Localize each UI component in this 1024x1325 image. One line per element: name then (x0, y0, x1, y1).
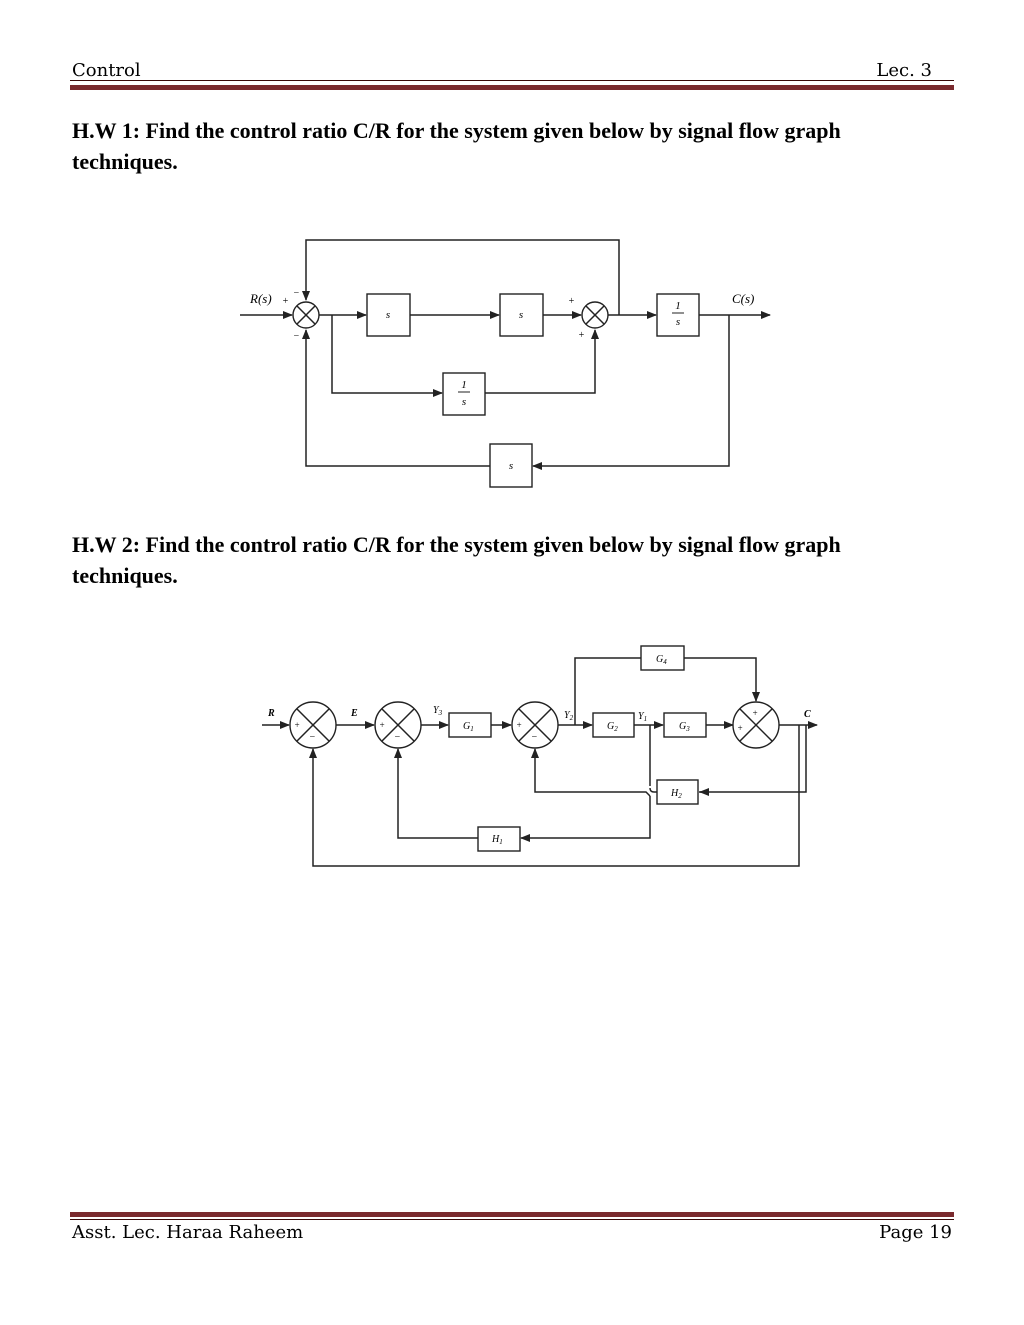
d2-block-g1 (448, 712, 492, 738)
d1-branch-to-lower-inv (331, 315, 443, 397)
block-diagram-1: R(s) C(s) s s 1 s 1 s s + − − + + (240, 239, 771, 488)
d1-s2-label: s (519, 309, 523, 321)
block-diagram-2: R C E Y3 Y2 Y1 G1 G2 G3 G4 H1 H2 + − + −… (262, 645, 818, 867)
d2-block-g4 (640, 645, 685, 671)
d1-block-inv (656, 293, 700, 337)
d1-sum2-sign-bottom: + (578, 330, 585, 341)
d1-block-s2 (499, 293, 544, 337)
header-rule-thin (70, 80, 954, 81)
d2-input-label: R (267, 708, 275, 719)
d2-unity-feedback (309, 725, 800, 867)
d2-h2-label: H2 (670, 788, 682, 800)
header-rule-thick (70, 85, 954, 90)
d2-g3-label: G3 (679, 721, 690, 733)
d1-inv-den: s (676, 316, 680, 328)
d2-sum4-plus-top: + (752, 708, 758, 718)
d1-lower-inv-den: s (462, 396, 466, 408)
d2-g1-label: G1 (463, 721, 474, 733)
footer-rule-thin (70, 1219, 954, 1220)
footer-page-number: Page 19 (879, 1222, 952, 1243)
d1-lower-inv-to-sum2 (485, 329, 599, 394)
d1-lower-inv-num: 1 (461, 379, 467, 391)
d2-output-to-h2 (699, 725, 807, 796)
d2-signal-y2: Y2 (564, 710, 574, 722)
header-lecture: Lec. 3 (876, 60, 932, 81)
d2-sum1-plus: + (294, 720, 300, 730)
d1-s1-label: s (386, 309, 390, 321)
d2-sum4-plus-left: + (737, 723, 743, 733)
d2-signal-e: E (350, 708, 358, 719)
d1-block-lower-inv (442, 372, 486, 416)
d2-g4-label: G4 (656, 654, 667, 666)
d1-block-s1 (366, 293, 411, 337)
d1-input-label: R(s) (249, 291, 272, 306)
d2-sum1-minus: − (309, 732, 316, 743)
d1-feedback-to-sum1 (302, 329, 490, 467)
d1-sum2-sign-left: + (568, 296, 575, 307)
d2-sum2-plus: + (379, 720, 385, 730)
d1-top-feedback (302, 239, 620, 315)
d2-h1-to-sum2 (394, 748, 478, 839)
d1-summing-junction-2 (581, 301, 609, 329)
d2-output-label: C (804, 709, 811, 720)
d2-branch-to-g4 (574, 657, 641, 725)
d1-summing-junction-1 (292, 301, 320, 329)
d2-summing-junction-4 (732, 701, 780, 749)
footer-author: Asst. Lec. Haraa Raheem (72, 1222, 304, 1243)
d2-sum2-minus: − (394, 732, 401, 743)
d2-sum3-plus: + (516, 720, 522, 730)
d2-summing-junction-1 (289, 701, 337, 749)
d2-block-g3 (663, 712, 707, 738)
d1-output-label: C(s) (732, 291, 754, 306)
d2-sum3-minus: − (531, 732, 538, 743)
d2-summing-junction-3 (511, 701, 559, 749)
d2-block-h1 (477, 826, 521, 852)
footer-rule-thick (70, 1212, 954, 1217)
d1-sum1-sign-bottom: − (293, 331, 300, 342)
d1-feedback-label: s (509, 460, 513, 472)
d1-sum1-sign-top: − (293, 288, 300, 299)
d2-g2-label: G2 (607, 721, 618, 733)
question-2: H.W 2: Find the control ratio C/R for th… (72, 532, 841, 588)
d2-y1-to-h1 (520, 796, 651, 842)
d1-inv-num: 1 (675, 300, 681, 312)
d2-signal-y1: Y1 (638, 711, 647, 723)
d1-sum1-sign-left: + (282, 296, 289, 307)
header-course: Control (72, 60, 141, 81)
d2-h1-label: H1 (491, 834, 503, 846)
d2-h2-to-sum3 (531, 748, 651, 797)
d2-g4-to-sum4 (684, 657, 760, 702)
d1-output-to-feedback (532, 315, 730, 470)
question-1: H.W 1: Find the control ratio C/R for th… (72, 118, 841, 174)
d2-signal-y3: Y3 (433, 705, 443, 717)
d2-h2-hop (649, 787, 657, 793)
d1-block-feedback-s (489, 443, 533, 488)
